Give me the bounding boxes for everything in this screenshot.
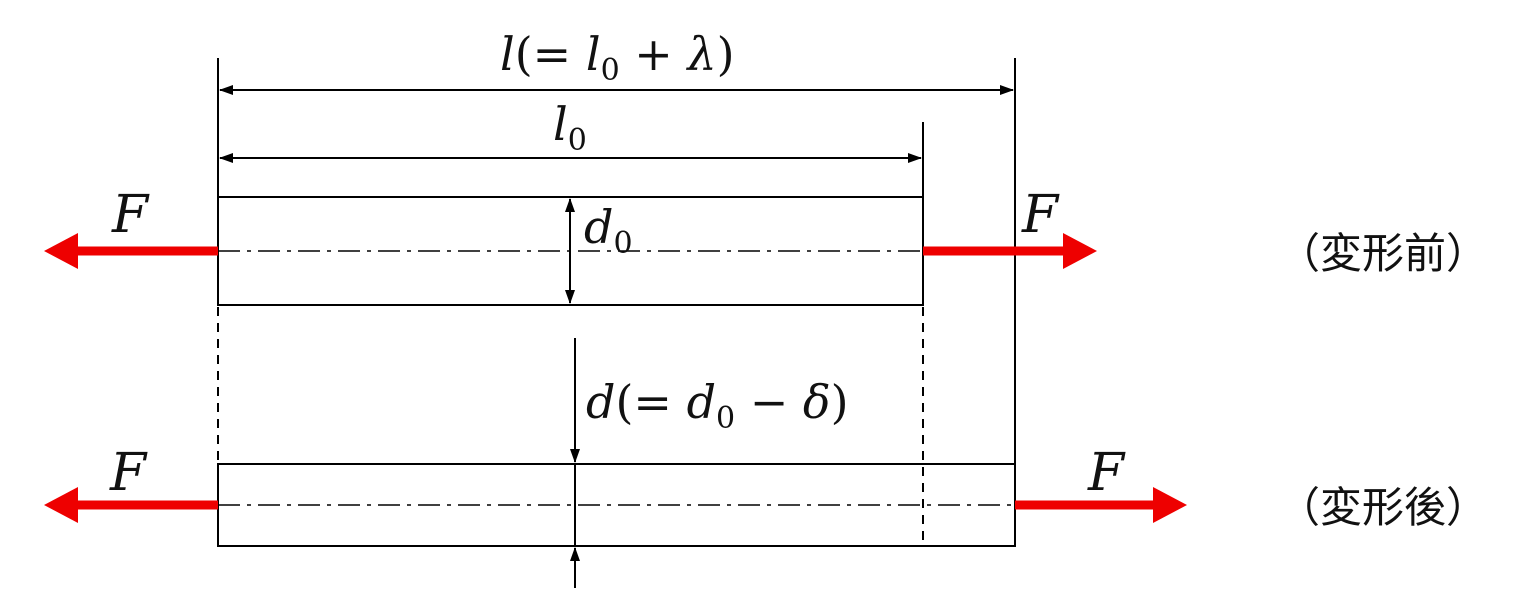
bar-after — [217, 463, 1016, 547]
label-d0: d0 — [584, 200, 633, 261]
label-l-total: l(= l0 + λ) — [500, 27, 735, 88]
force-label-before-right: F — [1021, 185, 1060, 245]
state-label-after: （変形後） — [1278, 483, 1488, 532]
force-arrow-before-left — [44, 233, 218, 269]
label-l0: l0 — [553, 97, 587, 158]
force-label-after-right: F — [1087, 443, 1126, 503]
force-arrow-before-right — [923, 233, 1097, 269]
force-arrow-after-right — [1015, 487, 1187, 523]
force-label-before-left: F — [111, 185, 150, 245]
force-label-after-left: F — [109, 443, 148, 503]
force-arrow-after-left — [44, 487, 218, 523]
state-label-before: （変形前） — [1278, 229, 1488, 278]
label-d-after: d(= d0 − δ) — [586, 375, 849, 436]
